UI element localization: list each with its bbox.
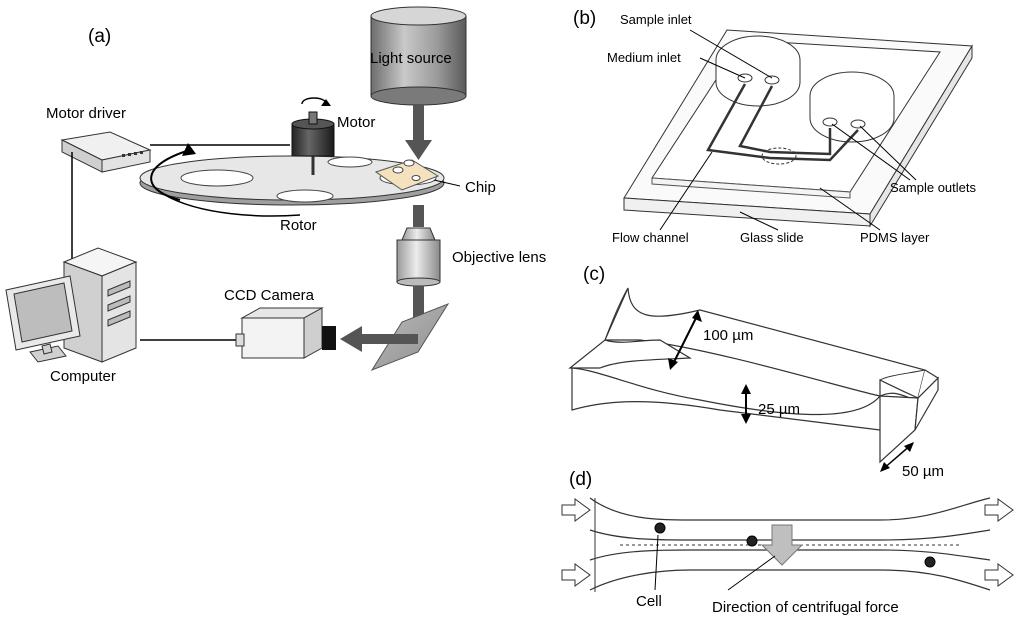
cell (924, 556, 936, 568)
computer (5, 247, 138, 363)
cell (746, 535, 758, 547)
chip (374, 159, 440, 191)
direction-label: Direction of centrifugal force (712, 599, 899, 616)
light-source-label: Light source (370, 50, 452, 67)
flow-channel-label: Flow channel (612, 230, 689, 245)
rotor-disk (139, 155, 445, 206)
flow-channel-leader (659, 151, 713, 231)
sample-outlets-label: Sample outlets (890, 180, 976, 195)
sample-outlet-leader-2 (859, 125, 917, 181)
sample-outlet-leader-1 (831, 123, 911, 181)
motor-label: Motor (337, 114, 375, 131)
objective-lens-label: Objective lens (452, 249, 546, 266)
rotor-rotation-arrow-lower (164, 194, 301, 217)
panel-b-label: (b) (573, 8, 596, 29)
motor-driver (60, 131, 152, 173)
sample-inlet-label: Sample inlet (620, 12, 692, 27)
width-dimension-arrow (668, 310, 702, 370)
sample-inlet-leader (689, 29, 773, 79)
depth-dimension-arrow (880, 442, 914, 472)
centrifugal-force-arrow (760, 524, 804, 566)
motor (291, 111, 335, 175)
direction-leader (727, 555, 776, 591)
camera-beam-arrow (340, 326, 418, 352)
light-beam-arrow (405, 104, 432, 160)
height-label: 25 µm (758, 401, 800, 418)
chip-label: Chip (465, 179, 496, 196)
motor-rotation-icon (301, 97, 327, 105)
cell (654, 522, 666, 534)
inflow-arrow-bottom (561, 563, 591, 587)
glass-slide-label: Glass slide (740, 230, 804, 245)
motor-driver-label: Motor driver (46, 105, 126, 122)
inflow-arrow-top (561, 498, 591, 522)
light-source (370, 6, 467, 106)
computer-label: Computer (50, 368, 116, 385)
rotor-arrow-head (182, 143, 196, 156)
cell-leader (654, 534, 659, 591)
channel-3d-drawing (568, 287, 939, 464)
medium-inlet-label: Medium inlet (607, 50, 681, 65)
outflow-arrow-top (984, 498, 1014, 522)
pdms-layer-leader (819, 187, 881, 231)
glass-slide-leader (739, 211, 779, 231)
depth-label: 50 µm (902, 463, 944, 480)
panel-d-label: (d) (569, 469, 592, 490)
rotor-label: Rotor (280, 217, 317, 234)
chip-3d-drawing (623, 29, 973, 228)
medium-inlet-leader (699, 57, 746, 79)
pdms-layer-label: PDMS layer (860, 230, 930, 245)
outflow-arrow-bottom (984, 563, 1014, 587)
cell-label: Cell (636, 593, 662, 610)
panel-c-label: (c) (583, 264, 605, 285)
height-dimension-arrow (741, 384, 751, 424)
objective-lens (396, 205, 441, 334)
motor-rotation-icon-head (321, 99, 331, 106)
ccd-camera-label: CCD Camera (224, 287, 315, 304)
panel-a-label: (a) (88, 26, 111, 47)
ccd-camera (235, 307, 336, 359)
chip-leader-line (433, 179, 461, 187)
width-label: 100 µm (703, 327, 753, 344)
